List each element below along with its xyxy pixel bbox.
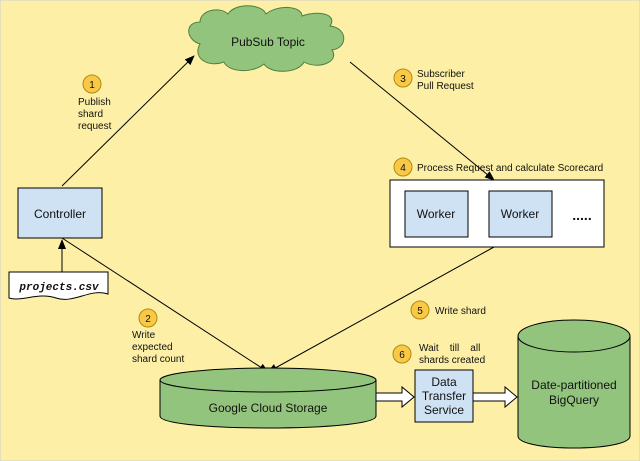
- worker-box-2: [488, 190, 553, 238]
- step-6-line-2: shards created: [419, 355, 485, 366]
- step-1-badge: [82, 74, 102, 94]
- step-2-line-3: shard count: [132, 354, 184, 365]
- step-6-number: 6: [399, 350, 405, 361]
- csv-filename: projects.csv: [18, 282, 99, 294]
- controller-box: Controller: [17, 187, 103, 239]
- worker-2-label: Worker: [501, 207, 539, 221]
- block-arrow-gcs-to-dts: [375, 385, 415, 409]
- gcs-label: Google Cloud Storage: [209, 401, 328, 415]
- pubsub-label: PubSub Topic: [231, 35, 305, 49]
- worker-box-1: [404, 190, 469, 238]
- step-1-line-1: Publish: [78, 97, 111, 108]
- step-3-line-2: Pull Request: [417, 81, 474, 92]
- dts-line-1: Data: [431, 375, 457, 389]
- bigquery-line-1: Date-partitioned: [531, 378, 616, 392]
- block-arrow-dts-to-bigquery: [472, 385, 518, 409]
- step-2-line-1: Write: [132, 330, 156, 341]
- worker-1-label: Worker: [417, 207, 455, 221]
- pubsub-topic-cloud: PubSub Topic: [188, 5, 345, 72]
- step-6-line-1: Wait till all: [419, 343, 480, 354]
- dts-line-3: Service: [424, 403, 464, 417]
- step-4-badge: [393, 157, 413, 177]
- step-5-badge: [410, 300, 430, 320]
- worker-pool: Worker Worker .....: [389, 179, 605, 248]
- arrow-pubsub-to-workers: [349, 61, 495, 181]
- step-3-number: 3: [400, 74, 406, 85]
- step-1-number: 1: [89, 80, 95, 91]
- step-6: 6 Wait till all shards created: [392, 343, 485, 366]
- step-1-line-2: shard: [78, 109, 103, 120]
- step-5: 5 Write shard: [410, 300, 486, 320]
- step-2-badge: [138, 308, 158, 328]
- gcs-cylinder: Google Cloud Storage: [159, 367, 377, 429]
- step-4-number: 4: [400, 163, 406, 174]
- step-2-line-2: expected: [132, 342, 173, 353]
- step-1: 1 Publish shard request: [78, 74, 112, 132]
- step-4: 4 Process Request and calculate Scorecar…: [393, 157, 603, 177]
- step-2: 2 Write expected shard count: [132, 308, 184, 365]
- step-6-badge: [392, 344, 412, 364]
- arrow-workers-to-gcs: [267, 246, 495, 373]
- step-5-line-1: Write shard: [435, 306, 486, 317]
- controller-label: Controller: [34, 207, 86, 221]
- arrow-controller-to-gcs: [52, 229, 269, 373]
- step-3-line-1: Subscriber: [417, 69, 465, 80]
- data-transfer-service-box: Data Transfer Service: [414, 369, 474, 423]
- step-1-line-3: request: [78, 121, 112, 132]
- arrow-controller-to-pubsub: [61, 55, 195, 187]
- projects-csv-file: projects.csv: [8, 271, 109, 300]
- step-4-line-1: Process Request and calculate Scorecard: [417, 163, 603, 174]
- bigquery-line-2: BigQuery: [549, 393, 599, 407]
- step-2-number: 2: [145, 314, 151, 325]
- step-5-number: 5: [417, 306, 423, 317]
- step-3: 3 Subscriber Pull Request: [393, 68, 474, 92]
- more-workers-ellipsis: .....: [572, 207, 591, 223]
- step-3-badge: [393, 68, 413, 88]
- dts-line-2: Transfer: [422, 389, 466, 403]
- bigquery-cylinder: Date-partitioned BigQuery: [517, 319, 631, 449]
